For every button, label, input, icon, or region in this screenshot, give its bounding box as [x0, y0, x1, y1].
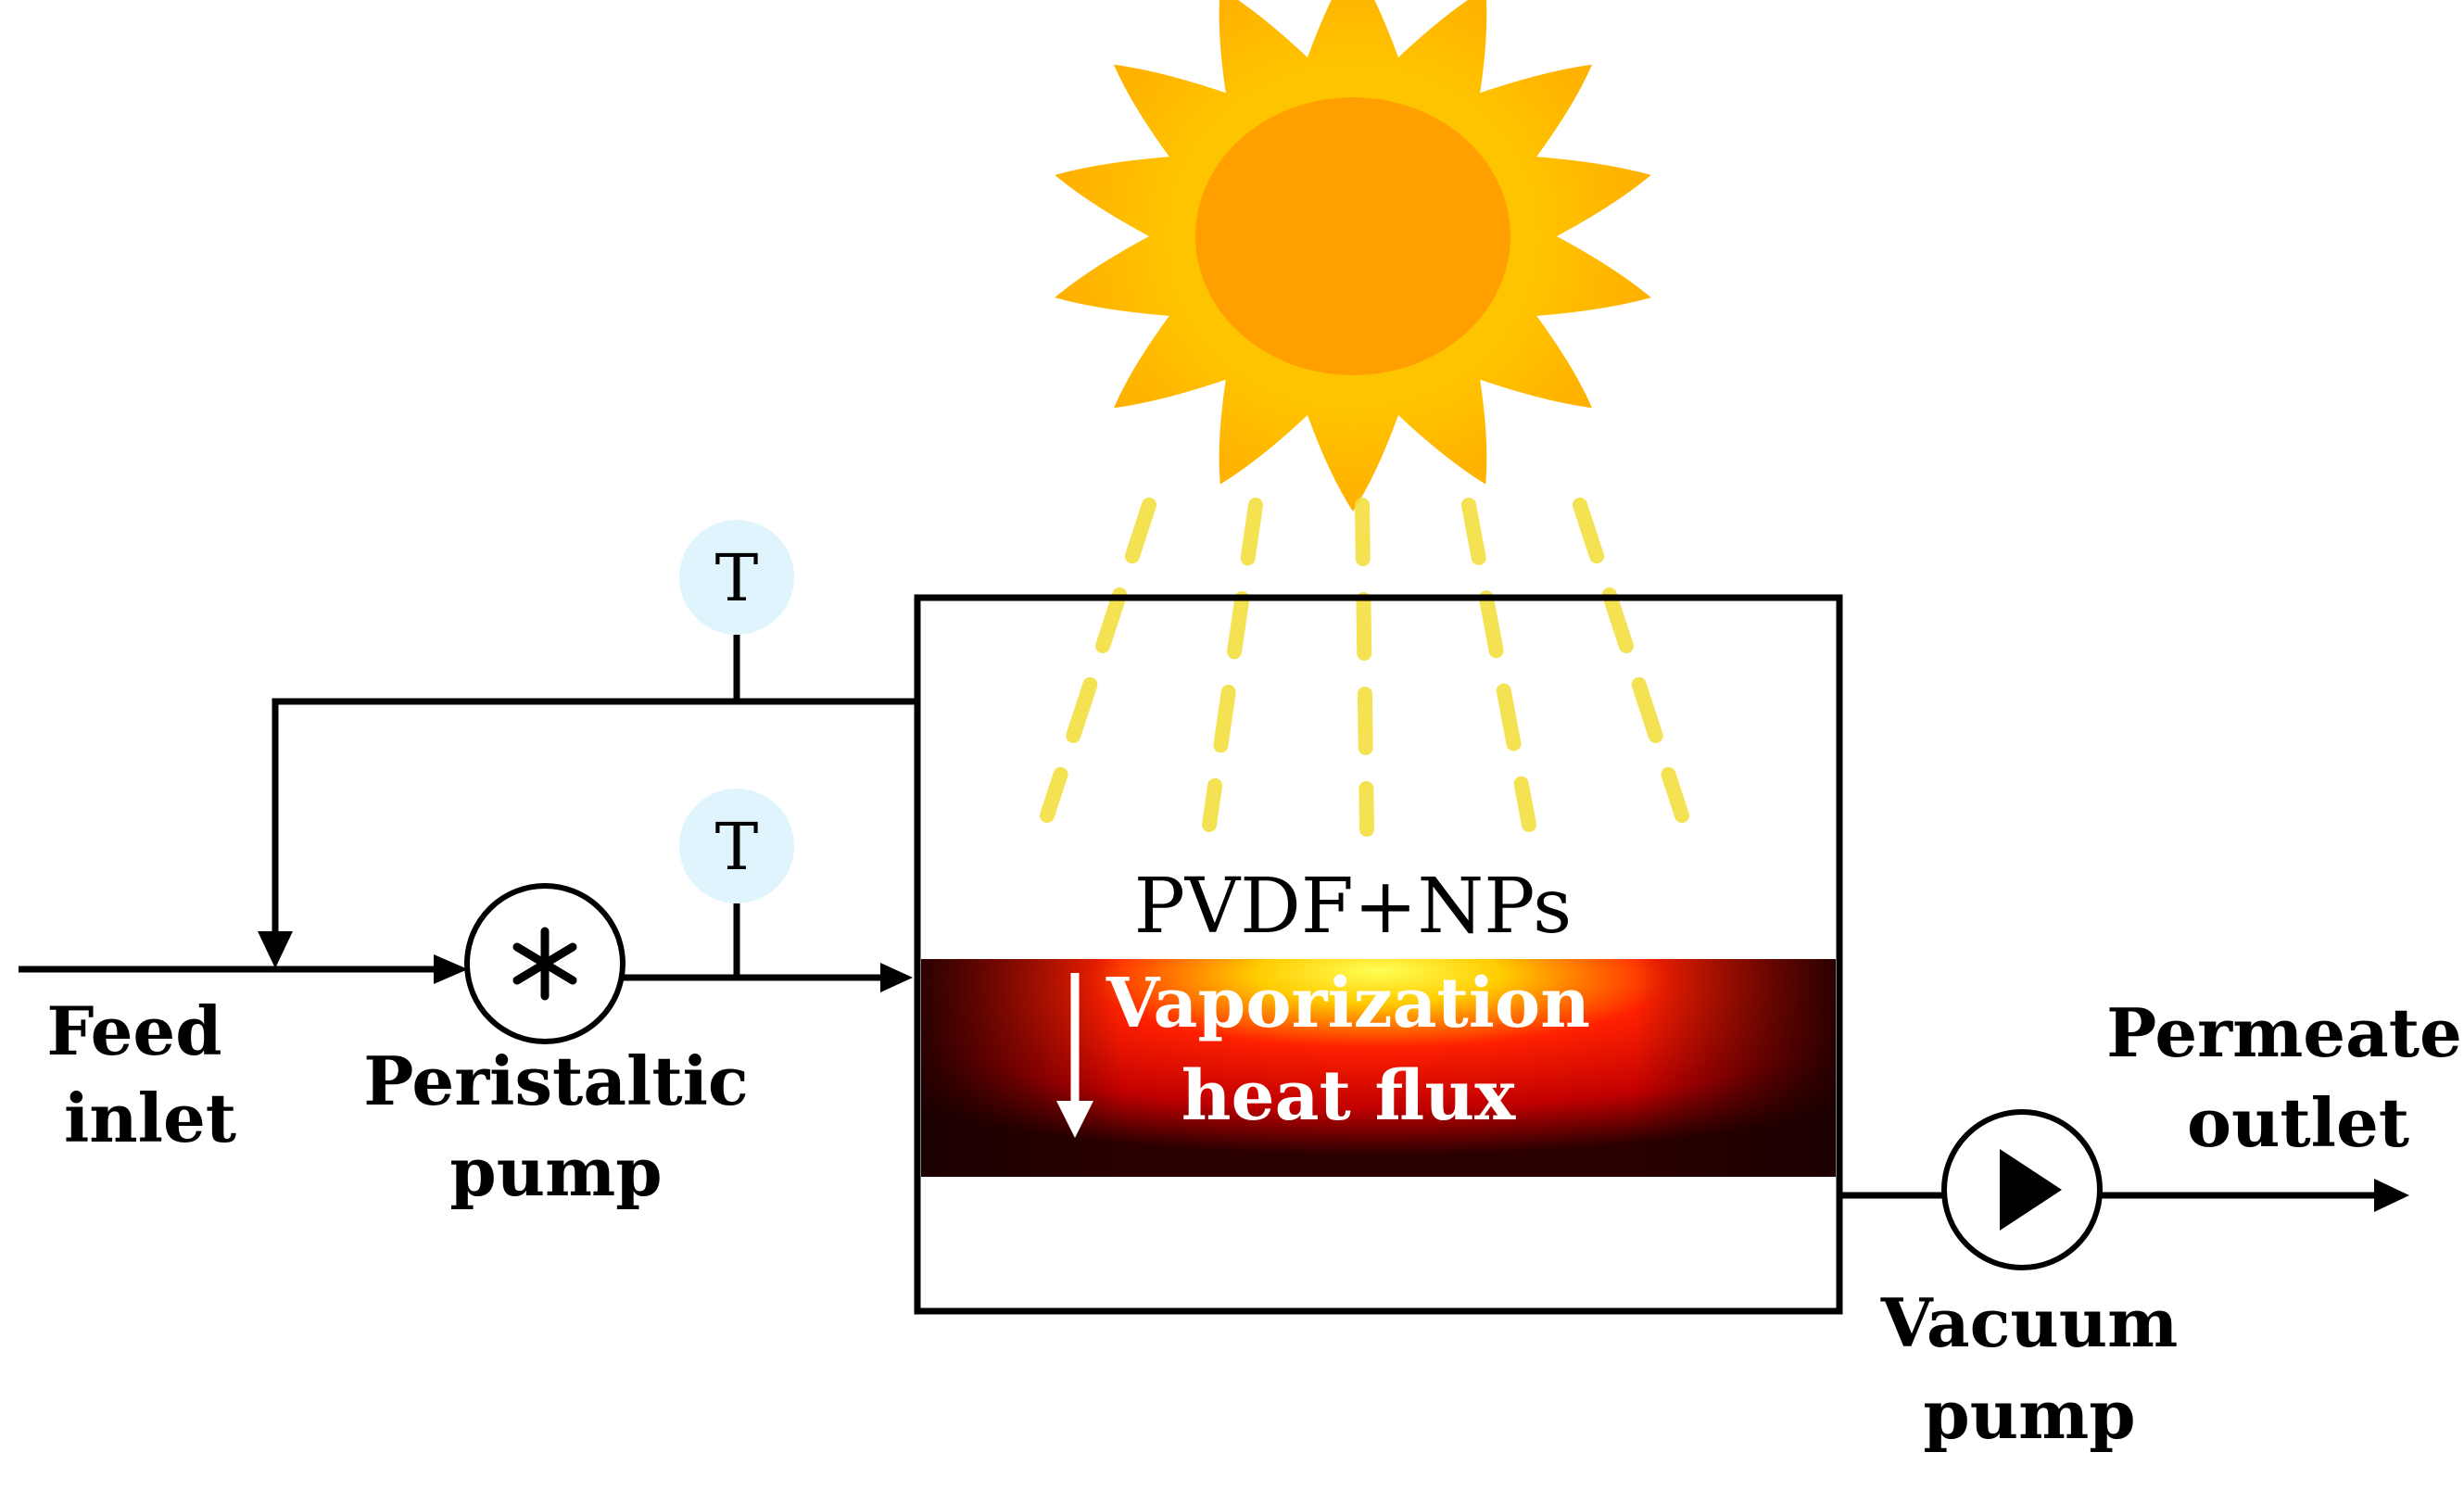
sensor-label: T — [715, 809, 759, 885]
module-inlet-arrow — [880, 963, 913, 992]
feed-label-line2: inlet — [64, 1079, 236, 1157]
sun-ray-beams — [1040, 498, 1689, 837]
permeate-arrow — [2374, 1179, 2409, 1212]
sun-ray — [1202, 498, 1263, 832]
temperature-sensor-bottom: T — [679, 789, 794, 903]
sun-icon — [1055, 0, 1651, 511]
sensor-label: T — [715, 540, 759, 616]
heat-flux-arrow — [1056, 973, 1093, 1138]
vaporization-label-line2: heat flux — [1181, 1056, 1516, 1136]
vacuum-label-line1: Vacuum — [1880, 1283, 2179, 1362]
play-triangle-pump-icon — [1941, 1109, 2103, 1270]
vacuum-label-line2: pump — [1923, 1375, 2135, 1454]
vaporization-label-line1: Vaporization — [1106, 964, 1590, 1043]
feed-arrow — [434, 954, 468, 984]
sun-ray — [1461, 498, 1536, 832]
recirculation-arrow — [258, 931, 293, 968]
permeate-label-line1: Permeate — [2106, 993, 2462, 1072]
sun-core — [1195, 97, 1510, 375]
permeate-label-line2: outlet — [2187, 1083, 2409, 1162]
peristaltic-label-line2: pump — [449, 1132, 662, 1211]
temperature-sensor-top: T — [679, 520, 794, 635]
arrow-heads — [258, 931, 2409, 1212]
peristaltic-label-line1: Peristaltic — [363, 1042, 749, 1120]
piping — [19, 635, 2386, 1199]
membrane-label: PVDF+NPs — [1134, 863, 1573, 951]
sun-ray — [1355, 498, 1374, 837]
membrane-module — [914, 594, 1843, 1315]
feed-label-line1: Feed — [46, 991, 221, 1070]
sun-ray — [1573, 498, 1689, 823]
recirculation-line — [272, 698, 917, 941]
sun-ray — [1040, 498, 1156, 823]
asterisk-pump-icon — [464, 883, 625, 1044]
